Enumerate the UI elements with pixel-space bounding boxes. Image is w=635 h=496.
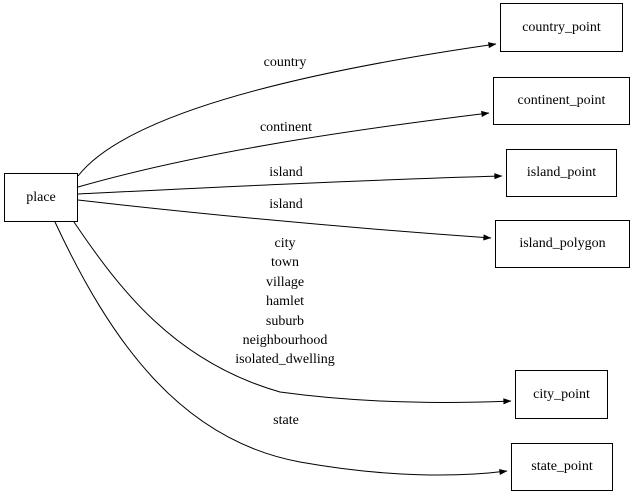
edge-label-island-1: island [269, 165, 303, 180]
edge-label-isolated-dwelling: isolated_dwelling [235, 352, 335, 368]
edge-place-continent-point [77, 110, 490, 188]
node-island-polygon-label: island_polygon [519, 236, 606, 251]
node-place: place [4, 173, 78, 222]
node-city-point-label: city_point [533, 386, 590, 402]
edge-place-island-point [77, 173, 503, 195]
edge-label-neighbourhood: neighbourhood [242, 333, 328, 349]
node-island-point-label: island_point [526, 165, 597, 180]
edge-label-country: country [263, 55, 307, 70]
edge-label-state: state [273, 413, 299, 428]
node-continent-point-label: continent_point [517, 93, 606, 108]
node-state-point: state_point [511, 443, 613, 491]
node-state-point-label: state_point [531, 459, 593, 474]
node-country-point: country_point [500, 3, 623, 52]
node-country-point-label: country_point [522, 19, 601, 35]
node-island-polygon: island_polygon [495, 220, 630, 268]
edge-place-state-point [54, 221, 508, 476]
node-city-point: city_point [515, 370, 608, 419]
edge-label-village: village [265, 274, 305, 290]
node-island-point: island_point [506, 149, 617, 197]
edge-label-city: city [274, 236, 296, 251]
node-continent-point: continent_point [493, 77, 630, 125]
edge-label-town: town [270, 255, 299, 271]
node-place-label: place [26, 189, 56, 205]
edge-label-city-group: city town village hamlet suburb neighbou… [235, 234, 335, 370]
edge-place-country-point [77, 42, 497, 177]
edge-label-hamlet: hamlet [265, 294, 305, 310]
edge-label-island-2: island [269, 197, 303, 212]
edge-place-island-polygon [77, 199, 492, 241]
edge-label-suburb: suburb [265, 313, 305, 329]
edge-place-city-point [73, 221, 512, 405]
edge-label-continent: continent [259, 120, 313, 135]
